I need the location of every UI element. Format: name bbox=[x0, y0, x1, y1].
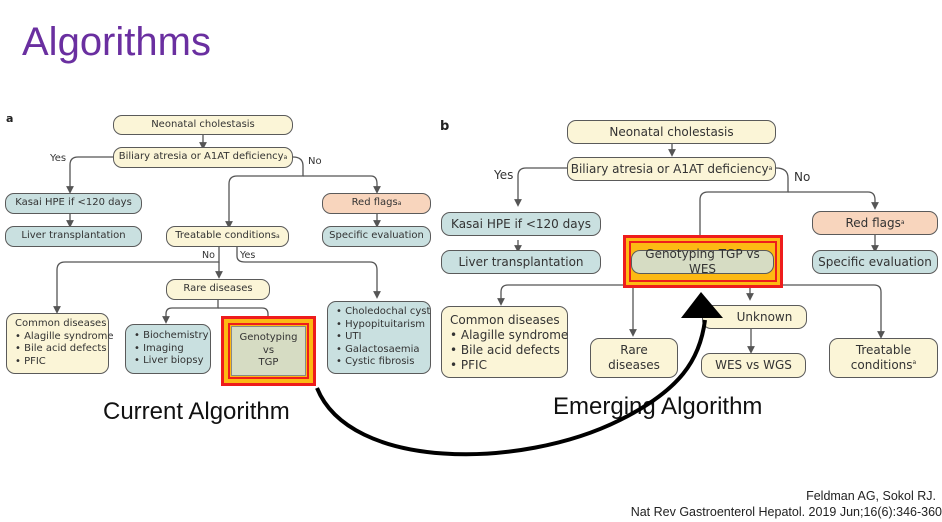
highlight-inner-border bbox=[228, 323, 309, 379]
node-rare-diseases-b: Rare diseases bbox=[590, 338, 678, 378]
panel-b-letter: b bbox=[440, 119, 450, 134]
node-genotyping-vs-tgp-a: Genotyping vs TGP bbox=[231, 326, 306, 376]
node-wes-vs-wgs-b: WES vs WGS bbox=[701, 353, 806, 378]
caption-current-algorithm: Current Algorithm bbox=[103, 398, 290, 425]
node-common-diseases-a: Common diseases • Alagille syndrome • Bi… bbox=[6, 313, 114, 374]
node-workup-a: • Biochemistry • Imaging • Liver biopsy bbox=[125, 324, 211, 374]
label-no2-a: No bbox=[202, 250, 215, 261]
node-genotyping-tgp-vs-wes-b: Genotyping TGP vs WES bbox=[631, 247, 774, 276]
label-yes-b: Yes bbox=[494, 168, 514, 182]
node-treatable-conditions-b: Treatable conditionsa bbox=[829, 338, 938, 378]
node-liver-transplantation-a: Liver transplantation bbox=[5, 226, 142, 247]
node-liver-transplantation-b: Liver transplantation bbox=[441, 250, 601, 274]
slide-title: Algorithms bbox=[22, 20, 211, 64]
label-no-b: No bbox=[794, 170, 811, 184]
node-common-diseases-b: Common diseases • Alagille syndrome • Bi… bbox=[441, 306, 568, 378]
node-neonatal-cholestasis-b: Neonatal cholestasis bbox=[567, 120, 776, 144]
node-rare-diseases-a: Rare diseases bbox=[166, 279, 270, 300]
panel-a-letter: a bbox=[6, 112, 14, 125]
label-yes-a: Yes bbox=[50, 153, 67, 164]
node-treatable-list-a: • Choledochal cyst • Hypopituitarism • U… bbox=[327, 301, 431, 374]
node-specific-evaluation-a: Specific evaluation bbox=[322, 226, 431, 247]
arrowhead-icon bbox=[681, 292, 723, 318]
citation-authors: Feldman AG, Sokol RJ. bbox=[806, 489, 936, 503]
citation-journal: Nat Rev Gastroenterol Hepatol. 2019 Jun;… bbox=[630, 505, 942, 519]
node-kasai-hpe-b: Kasai HPE if <120 days bbox=[441, 212, 601, 236]
node-neonatal-cholestasis-a: Neonatal cholestasis bbox=[113, 115, 293, 135]
node-kasai-hpe-a: Kasai HPE if <120 days bbox=[5, 193, 142, 214]
label-no-a: No bbox=[308, 156, 322, 167]
node-specific-evaluation-b: Specific evaluation bbox=[812, 250, 938, 274]
label-yes2-a: Yes bbox=[240, 250, 256, 261]
highlight-inner-border bbox=[629, 241, 777, 282]
